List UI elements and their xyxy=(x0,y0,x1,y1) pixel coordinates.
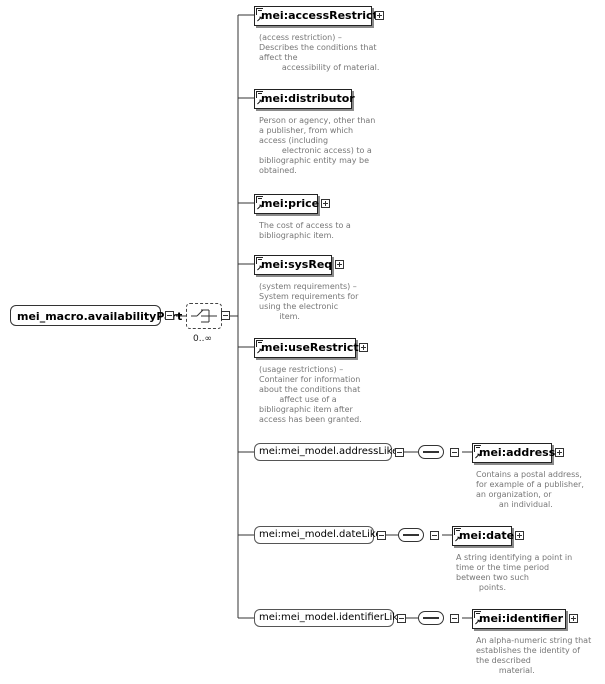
expand-icon[interactable] xyxy=(335,260,344,269)
root-element[interactable]: mei_macro.availabilityPart xyxy=(10,305,182,326)
expand-icon[interactable] xyxy=(375,11,384,20)
sequence-compositor-icon[interactable] xyxy=(418,611,444,625)
document-icon xyxy=(256,340,263,347)
document-icon xyxy=(256,257,263,264)
element-price[interactable]: ↗ mei:price xyxy=(254,194,320,214)
element-description: A string identifying a point in time or … xyxy=(456,553,573,592)
sequence-compositor-icon[interactable] xyxy=(398,528,424,542)
sequence-dots-icon xyxy=(423,617,439,619)
element-description: (access restriction) – Describes the con… xyxy=(259,33,380,72)
document-icon xyxy=(256,91,263,98)
element-address[interactable]: ↗ mei:address xyxy=(472,443,556,463)
choice-symbol-icon xyxy=(191,309,217,323)
element-sysreq[interactable]: ↗ mei:sysReq xyxy=(254,255,332,275)
expand-icon[interactable] xyxy=(515,531,524,540)
collapse-icon[interactable] xyxy=(377,531,386,540)
reference-arrow-icon: ↗ xyxy=(474,618,481,627)
sequence-dots-icon xyxy=(423,451,439,453)
document-icon xyxy=(256,196,263,203)
reference-arrow-icon: ↗ xyxy=(256,15,263,24)
root-label: mei_macro.availabilityPart xyxy=(17,310,183,323)
element-identifier[interactable]: ↗ mei:identifier xyxy=(472,609,566,629)
element-label: mei:address xyxy=(479,446,556,459)
reference-arrow-icon: ↗ xyxy=(256,98,263,107)
element-date[interactable]: ↗ mei:date xyxy=(452,526,515,546)
reference-arrow-icon: ↗ xyxy=(474,452,481,461)
element-label: mei:price xyxy=(261,197,320,210)
element-description: Person or agency, other than a publisher… xyxy=(259,116,376,175)
model-group-identifierlike[interactable]: mei:mei_model.identifierLike xyxy=(254,609,404,627)
element-label: mei:distributor xyxy=(261,92,355,105)
document-icon xyxy=(474,445,481,452)
collapse-icon[interactable] xyxy=(221,311,230,320)
element-label: mei:accessRestrict xyxy=(261,9,378,22)
element-userestrict[interactable]: ↗ mei:useRestrict xyxy=(254,338,359,358)
reference-arrow-icon: ↗ xyxy=(454,535,461,544)
collapse-icon[interactable] xyxy=(397,614,406,623)
element-label: mei:sysReq xyxy=(261,258,333,271)
model-group-addresslike[interactable]: mei:mei_model.addressLike xyxy=(254,443,398,461)
group-label: mei:mei_model.addressLike xyxy=(259,446,399,457)
group-label: mei:mei_model.identifierLike xyxy=(259,612,404,623)
collapse-icon[interactable] xyxy=(165,311,174,320)
document-icon xyxy=(256,8,263,15)
expand-icon[interactable] xyxy=(321,199,330,208)
element-description: (usage restrictions) – Container for inf… xyxy=(259,365,362,424)
document-icon xyxy=(454,528,461,535)
collapse-icon[interactable] xyxy=(430,531,439,540)
element-label: mei:useRestrict xyxy=(261,341,359,354)
element-label: mei:date xyxy=(459,529,515,542)
choice-compositor-icon[interactable] xyxy=(186,303,222,329)
document-icon xyxy=(474,611,481,618)
expand-icon[interactable] xyxy=(359,343,368,352)
element-description: The cost of access to a bibliographic it… xyxy=(259,221,351,240)
model-group-datelike[interactable]: mei:mei_model.dateLike xyxy=(254,526,382,544)
collapse-icon[interactable] xyxy=(395,448,404,457)
collapse-icon[interactable] xyxy=(450,448,459,457)
sequence-dots-icon xyxy=(403,534,419,536)
element-label: mei:identifier xyxy=(479,612,564,625)
element-description: An alpha-numeric string that establishes… xyxy=(476,636,592,675)
element-description: Contains a postal address, for example o… xyxy=(476,470,584,509)
expand-icon[interactable] xyxy=(569,614,578,623)
cardinality-label: 0..∞ xyxy=(193,334,212,344)
element-description: (system requirements) – System requireme… xyxy=(259,282,359,321)
reference-arrow-icon: ↗ xyxy=(256,347,263,356)
sequence-compositor-icon[interactable] xyxy=(418,445,444,459)
element-distributor[interactable]: ↗ mei:distributor xyxy=(254,89,355,109)
reference-arrow-icon: ↗ xyxy=(256,203,263,212)
element-accessrestrict[interactable]: ↗ mei:accessRestrict xyxy=(254,6,378,26)
reference-arrow-icon: ↗ xyxy=(256,264,263,273)
expand-icon[interactable] xyxy=(555,448,564,457)
group-label: mei:mei_model.dateLike xyxy=(259,529,382,540)
collapse-icon[interactable] xyxy=(450,614,459,623)
